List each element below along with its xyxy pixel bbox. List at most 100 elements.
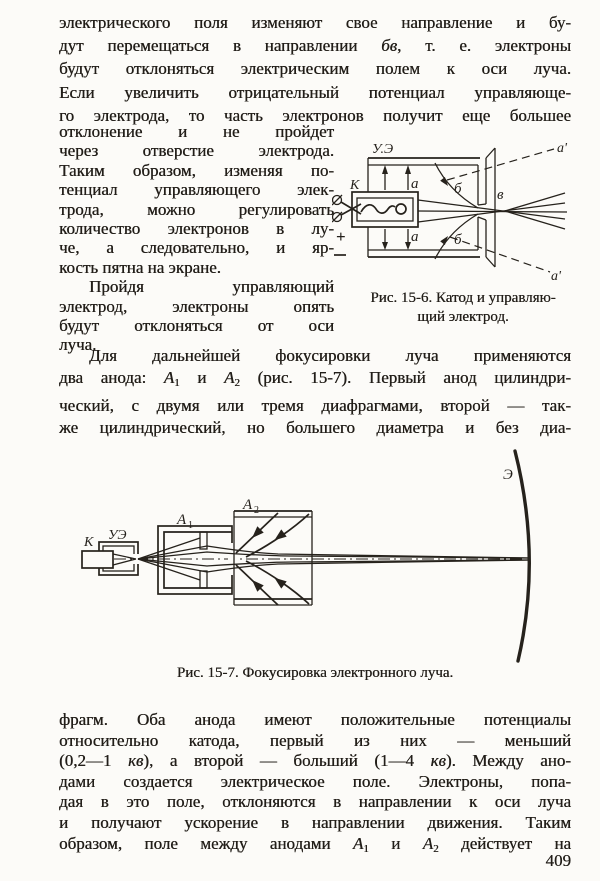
anode-1 [157,525,236,595]
text-line: фрагм. Оба анода имеют положительные пот… [59,710,571,731]
text-line: (0,2—1 кв), а второй — больший (1—4 кв).… [59,751,571,772]
text-line: же цилиндрический, но большего диаметра … [59,417,571,439]
text-segment: ), а второй — больший (1—4 [143,751,431,771]
text-line: дут перемещаться в направлении бв, т. е.… [59,34,571,57]
text-line: трода, можно регулировать [59,200,334,219]
text-segment: (0,2—1 [59,751,128,771]
text-line: кость пятна на экране. [59,258,334,277]
dashed-line-bottom [449,236,551,273]
text-segment: через отверстие электрода. [59,141,334,161]
text-segment: ческий, с двумя или тремя диафрагмами, в… [59,395,571,415]
text-line: дая в это поле, отклоняются в направлени… [59,792,571,813]
paragraph-top: электрического поля изменяют свое направ… [59,11,571,127]
label-a-prime-top: а' [557,141,568,156]
text-segment: два анода: [59,368,164,388]
text-segment: че, а следовательно, и яр- [59,238,334,258]
label-a-prime-bottom: а' [551,269,562,284]
cathode [332,191,419,228]
paragraph-middle: Для дальнейшей фокусировки луча применяю… [59,345,571,440]
text-segment: кость пятна на экране. [59,257,221,277]
anode-2 [233,510,313,606]
text-segment: тенциал управляющего элек- [59,180,334,200]
text-segment: трода, можно регулировать [59,199,334,219]
label-screen: Э [503,467,513,483]
text-segment: го электрода, то часть электронов получи… [59,105,571,125]
text-segment: образом, поле между анодами [59,833,353,853]
text-segment: же цилиндрический, но большего диаметра … [59,418,571,438]
label-b-lower: б [454,232,462,248]
text-segment: действует на [438,833,571,853]
figure-15-7-caption: Рис. 15-7. Фокусировка электронного луча… [176,665,454,681]
text-segment: электрод, электроны опять [59,296,334,316]
page-number: 409 [545,851,572,870]
text-line: количество электронов в лу- [59,219,334,238]
text-line: ческий, с двумя или тремя диафрагмами, в… [59,395,571,417]
dashed-line-top [446,148,555,181]
text-segment: будут отклоняться от оси [59,316,334,336]
text-line: электрического поля изменяют свое направ… [59,11,571,34]
text-line: будут отклоняться от оси [59,316,334,335]
text-segment: дами создается электрическое поле. Элект… [59,771,571,791]
text-segment: кв [127,751,144,771]
text-line: относительно катода, первый из них — мен… [59,731,571,752]
text-segment: 1 [174,377,180,390]
paragraph-bottom: фрагм. Оба анода имеют положительные пот… [59,710,571,859]
figure-15-6-drawing: + У.Э К а а б б в а' а' [332,141,568,284]
text-segment: дая в это поле, отклоняются в направлени… [59,792,571,812]
text-segment: 2 [234,377,240,390]
text-segment: Для дальнейшей фокусировки луча применяю… [89,346,571,365]
beam-rays [137,537,529,581]
text-segment: 1 [363,842,369,855]
text-segment: и [179,368,224,388]
text-segment: количество электронов в лу- [59,219,334,239]
text-segment: , т. е. электроны [397,36,572,56]
text-line: че, а следовательно, и яр- [59,238,334,257]
caption-line: щий электрод. [417,308,509,325]
text-segment: Пройдя управляющий [89,277,334,297]
text-line: через отверстие электрода. [59,141,334,160]
cathode-block [81,550,114,569]
label-control-electrode: У.Э [372,142,393,157]
text-segment: Если увеличить отрицательный потенциал у… [59,82,571,102]
caption-line: Рис. 15-6. Катод и управляю- [370,290,556,306]
label-control-electrode: УЭ [108,528,127,543]
text-line: образом, поле между анодами А1 и А2 дейс… [59,834,571,860]
text-segment: и [368,833,423,853]
label-anode-2-subscript: 2 [254,505,259,516]
figure-15-6: + У.Э К а а б б в а' а' Рис. 15-6. Катод… [332,136,594,326]
text-segment: и получают ускорение в направлении движе… [59,812,571,832]
text-line: тенциал управляющего элек- [59,180,334,199]
text-segment: А [163,368,175,388]
text-segment: кв [430,751,446,771]
plus-sign: + [336,227,346,246]
text-segment: Таким образом, изменяя по- [59,160,334,180]
text-segment: А [223,368,235,388]
text-line: го электрода, то часть электронов получи… [59,104,571,127]
text-segment: ). Между ано- [445,751,571,771]
text-line: будут отклоняться электрическим полем к … [59,57,571,80]
screen-arc [513,449,531,663]
label-b-upper: б [454,181,462,197]
figure-15-7-drawing: К УЭ А 1 А 2 Э [81,449,531,663]
text-segment: отклонение и не пройдет [59,122,334,141]
text-segment: относительно катода, первый из них — мен… [59,730,571,750]
text-segment: дут перемещаться в направлении [59,36,382,56]
text-segment: А [352,833,364,853]
text-segment: фрагм. Оба анода имеют положительные пот… [59,710,571,729]
figure-15-7: К УЭ А 1 А 2 Э [58,446,576,664]
beam-cone [112,553,137,566]
text-line: Если увеличить отрицательный потенциал у… [59,81,571,104]
label-cathode: К [349,178,360,193]
control-electrode [367,147,496,268]
text-segment: (рис. 15-7). Первый анод цилиндри- [239,368,571,388]
text-line: дами создается электрическое поле. Элект… [59,772,571,793]
label-v-crossover: в [497,187,504,203]
text-segment: бв [381,36,398,56]
figure-15-6-caption: Рис. 15-6. Катод и управляю- щий электро… [332,289,594,326]
label-a-lower: а [411,229,419,245]
text-segment: луча. [59,335,97,355]
text-segment: А [422,833,434,853]
text-line: и получают ускорение в направлении движе… [59,813,571,834]
